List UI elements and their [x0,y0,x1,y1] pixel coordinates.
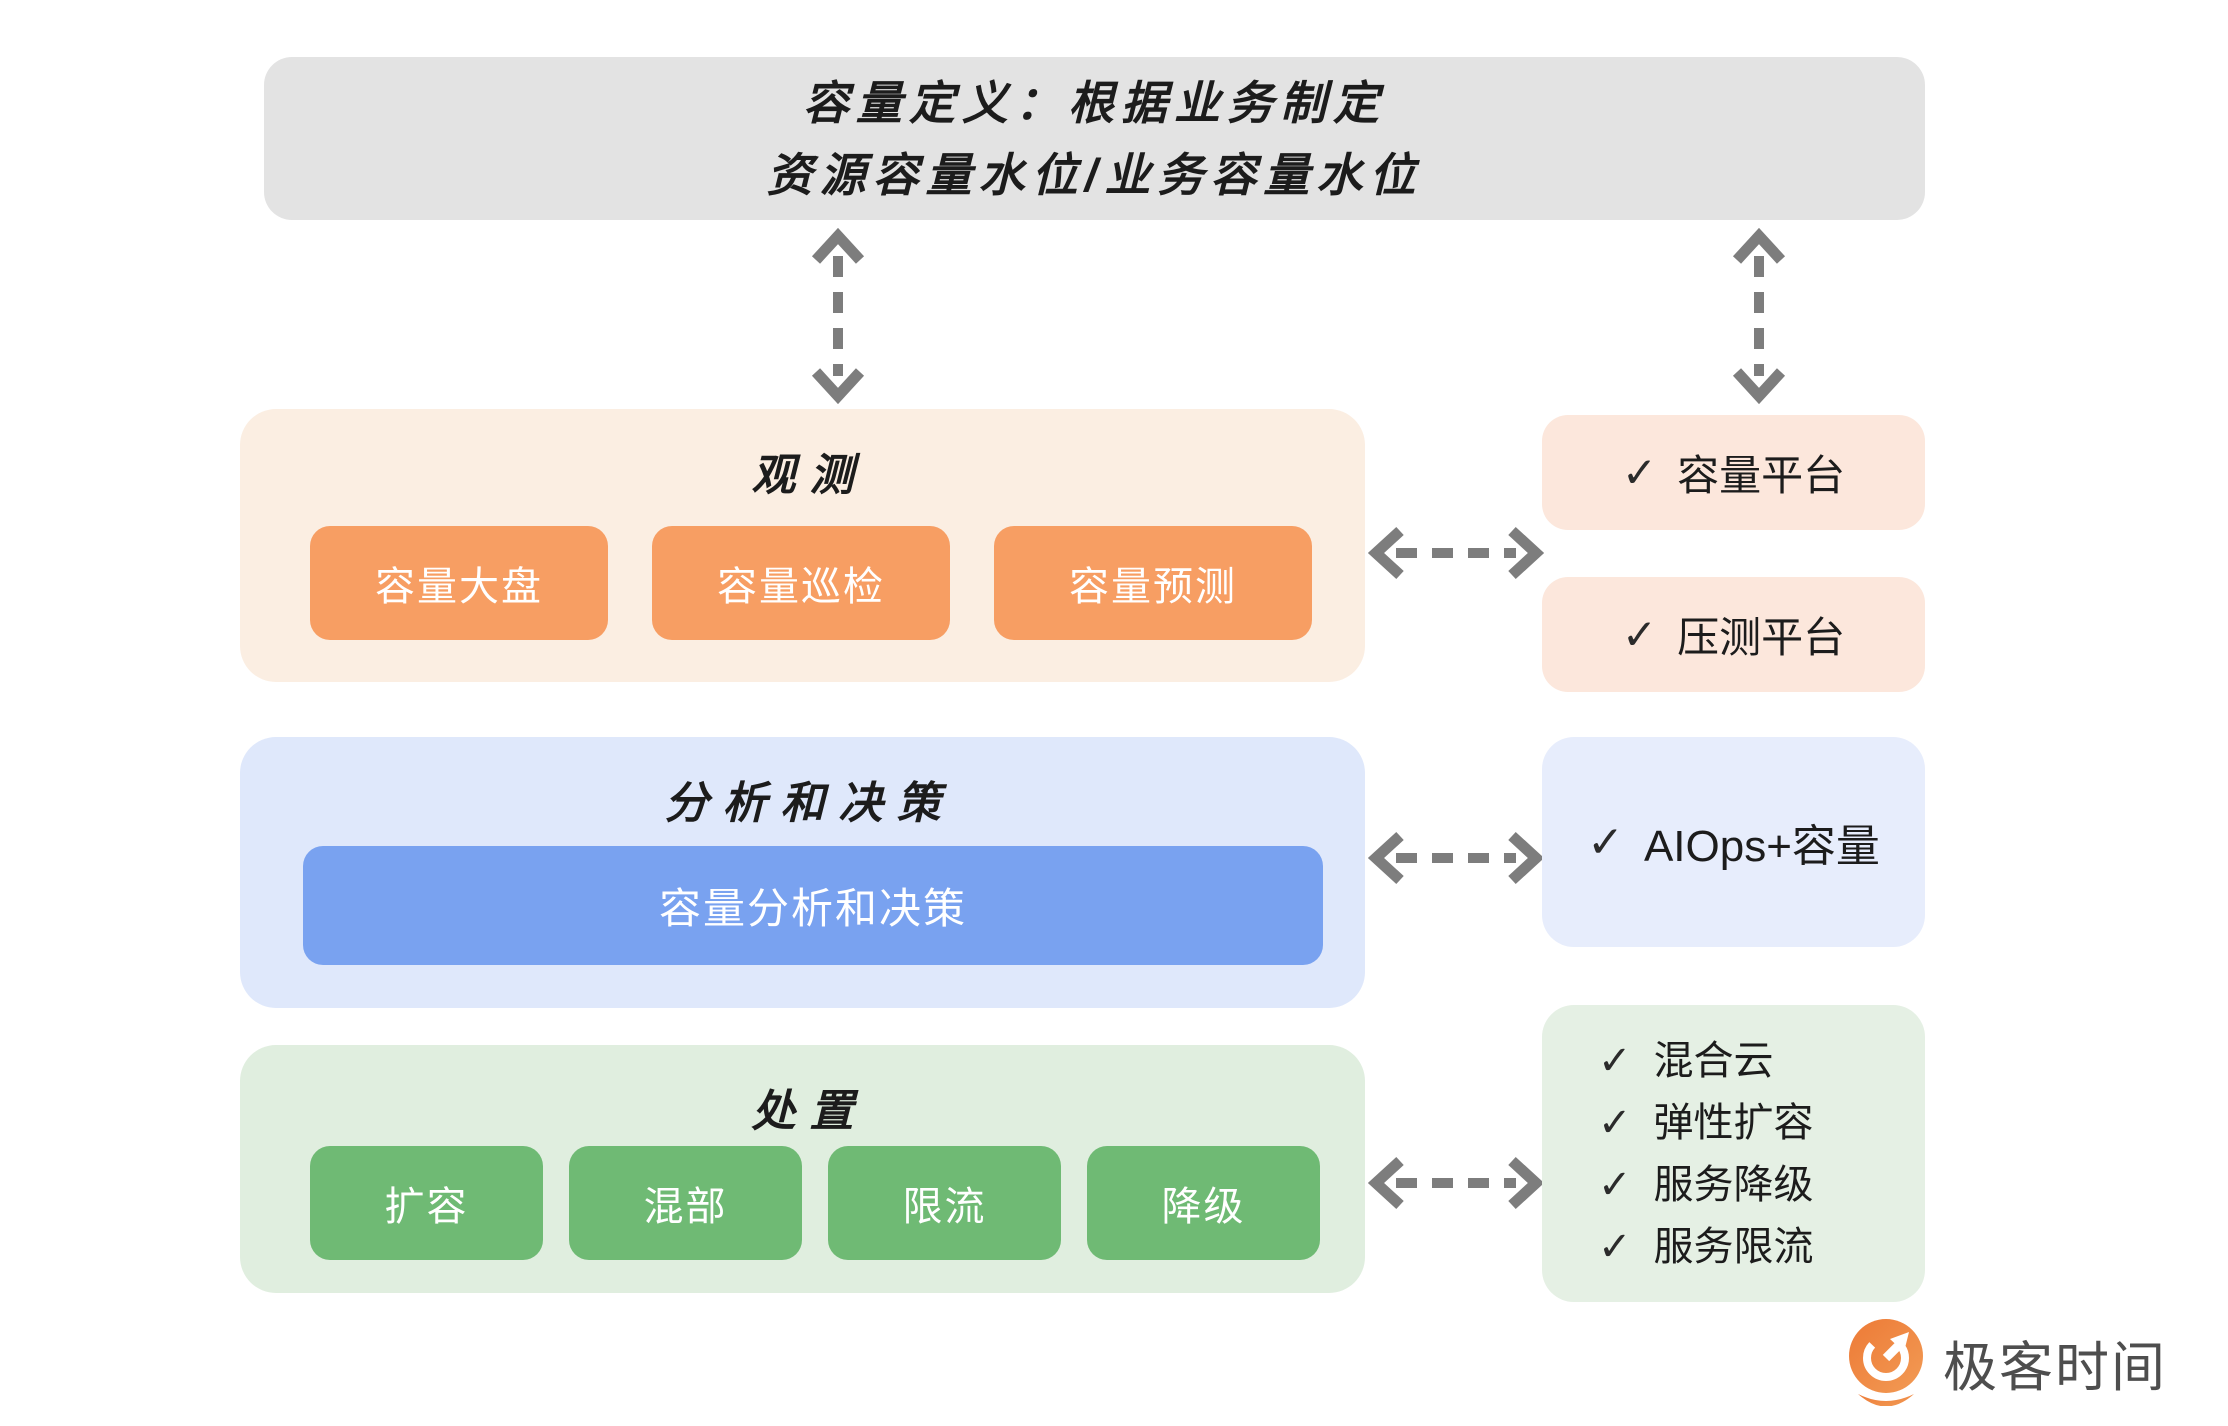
capacity-definition-box: 容量定义：根据业务制定 资源容量水位/业务容量水位 [264,57,1925,220]
list-item-hybrid-cloud: ✓ 混合云 [1598,1030,1774,1092]
check-icon: ✓ [1598,1162,1632,1207]
hybrid-cloud-label: 混合云 [1653,1038,1774,1083]
check-icon: ✓ [1598,1100,1632,1145]
handle-boxes-row: 扩容 混部 限流 降级 [310,1146,1320,1260]
observe-boxes-row: 容量大盘 容量巡检 容量预测 [310,526,1312,640]
side-box-stress-test-platform: ✓ 压测平台 [1542,577,1925,692]
section-observe: 观测 容量大盘 容量巡检 容量预测 [240,409,1365,682]
dashed-double-arrow-vertical-left [811,228,865,404]
section-observe-title: 观测 [751,451,868,500]
section-analyze-decide: 分析和决策 容量分析和决策 [240,737,1365,1008]
handle-box-scale-out: 扩容 [310,1146,543,1260]
check-icon: ✓ [1621,449,1658,496]
side-box-aiops-capacity: ✓ AIOps+容量 [1542,737,1925,947]
geektime-logo-text: 极客时间 [1943,1337,2167,1398]
check-icon: ✓ [1598,1224,1632,1269]
geektime-logo-icon [1849,1319,1923,1406]
check-icon: ✓ [1621,611,1658,658]
geektime-logo: 极客时间 [1845,1318,2167,1406]
list-item-service-rate-limit: ✓ 服务限流 [1598,1216,1814,1278]
handle-box-rate-limit: 限流 [828,1146,1061,1260]
section-handle: 处置 扩容 混部 限流 降级 [240,1045,1365,1293]
handle-box-degrade: 降级 [1087,1146,1320,1260]
list-item-service-degrade: ✓ 服务降级 [1598,1154,1814,1216]
section-handle-title: 处置 [751,1087,868,1136]
dashed-double-arrow-horizontal-observe [1368,526,1544,580]
check-icon: ✓ [1587,817,1624,867]
check-icon: ✓ [1598,1038,1632,1083]
service-rate-limit-label: 服务限流 [1653,1224,1814,1269]
definition-line-2: 资源容量水位/业务容量水位 [766,148,1423,201]
observe-box-capacity-forecast: 容量预测 [994,526,1312,640]
dashed-double-arrow-horizontal-handle [1368,1156,1544,1210]
list-item-elastic-scaling: ✓ 弹性扩容 [1598,1092,1814,1154]
dashed-double-arrow-vertical-right [1732,228,1786,404]
handle-box-colocation: 混部 [569,1146,802,1260]
definition-line-1: 容量定义：根据业务制定 [803,76,1386,129]
section-analyze-title: 分析和决策 [664,779,955,828]
capacity-platform-label: 容量平台 [1677,452,1846,499]
aiops-capacity-label: AIOps+容量 [1643,822,1880,871]
stress-test-platform-label: 压测平台 [1677,614,1846,661]
side-box-capacity-platform: ✓ 容量平台 [1542,415,1925,530]
observe-box-capacity-dashboard: 容量大盘 [310,526,608,640]
analyze-box-capacity-analysis-decision: 容量分析和决策 [303,846,1323,965]
elastic-scaling-label: 弹性扩容 [1653,1100,1814,1145]
side-box-handle-capabilities: ✓ 混合云 ✓ 弹性扩容 ✓ 服务降级 ✓ 服务限流 [1542,1005,1925,1302]
service-degrade-label: 服务降级 [1653,1162,1814,1207]
observe-box-capacity-inspection: 容量巡检 [652,526,950,640]
dashed-double-arrow-horizontal-analyze [1368,831,1544,885]
